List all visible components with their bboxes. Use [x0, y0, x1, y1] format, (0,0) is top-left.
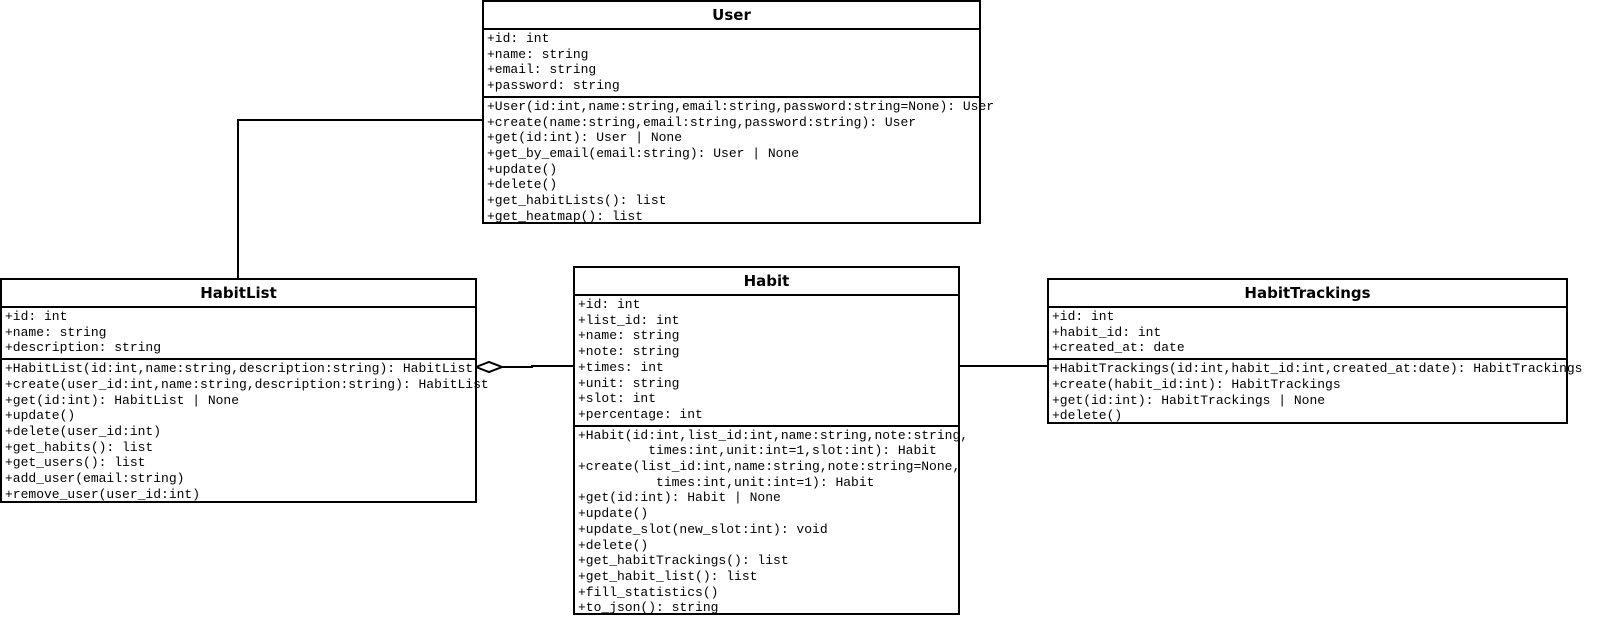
class-habit[interactable]: Habit+id: int+list_id: int+name: string+… — [573, 266, 969, 618]
class-name: Habit — [575, 268, 958, 296]
attribute: +created_at: date — [1052, 340, 1185, 356]
method: +get_habitLists(): list — [487, 193, 667, 209]
attributes-section: +id: int+name: string+email: string+pass… — [484, 30, 979, 98]
class-habittrackings[interactable]: HabitTrackings+id: int+habit_id: int+cre… — [1047, 278, 1583, 426]
method: +add_user(email:string) — [5, 471, 185, 487]
methods-section: +Habit(id:int,list_id:int,name:string,no… — [575, 427, 969, 618]
attribute: +id: int — [578, 297, 641, 312]
attribute: +note: string — [578, 344, 680, 360]
attribute: +habit_id: int — [1052, 324, 1162, 340]
method: times:int,unit:int=1,slot:int): Habit — [578, 443, 937, 459]
method: +create(list_id:int,name:string,note:str… — [578, 459, 961, 475]
method: +create(user_id:int,name:string,descript… — [5, 376, 489, 392]
method: +get(id:int): HabitList | None — [5, 392, 240, 408]
method: +fill_statistics() — [578, 584, 719, 600]
method: +update() — [487, 161, 558, 177]
attribute: +name: string — [5, 324, 107, 340]
method: +HabitTrackings(id:int,habit_id:int,crea… — [1052, 361, 1583, 377]
method: +get_habit_list(): list — [578, 568, 758, 584]
method: +HabitList(id:int,name:string,descriptio… — [5, 361, 474, 377]
class-name: HabitList — [2, 280, 475, 308]
methods-section: +HabitTrackings(id:int,habit_id:int,crea… — [1049, 360, 1583, 426]
class-name: HabitTrackings — [1049, 280, 1566, 308]
method: +delete() — [1052, 408, 1123, 424]
attribute: +name: string — [487, 46, 589, 62]
method: +update() — [578, 506, 649, 522]
attribute: +times: int — [578, 359, 664, 375]
method: times:int,unit:int=1): Habit — [578, 474, 875, 490]
method: +get_heatmap(): list — [487, 208, 644, 224]
method: +get_habits(): list — [5, 439, 154, 455]
methods-section: +HabitList(id:int,name:string,descriptio… — [2, 360, 489, 504]
attributes-section: +id: int+list_id: int+name: string+note:… — [575, 296, 958, 427]
attributes-section: +id: int+habit_id: int+created_at: date — [1049, 308, 1566, 361]
method: +remove_user(user_id:int) — [5, 486, 201, 502]
class-user[interactable]: User+id: int+name: string+email: string+… — [482, 0, 995, 227]
method: +update_slot(new_slot:int): void — [578, 521, 828, 537]
class-habitlist[interactable]: HabitList+id: int+name: string+descripti… — [0, 278, 489, 504]
method: +get_users(): list — [5, 455, 146, 471]
attribute: +name: string — [578, 328, 680, 344]
method: +update() — [5, 408, 76, 424]
aggregation-diamond — [473, 360, 505, 374]
attribute: +id: int — [1052, 309, 1115, 324]
attribute: +id: int — [5, 309, 68, 324]
attribute: +id: int — [487, 31, 550, 46]
method: +User(id:int,name:string,email:string,pa… — [487, 98, 995, 114]
habitlist-habit-aggregation-line — [502, 365, 574, 368]
method: +create(name:string,email:string,passwor… — [487, 114, 917, 130]
method: +get_habitTrackings(): list — [578, 553, 789, 569]
attribute: +percentage: int — [578, 406, 703, 422]
user-habitlist-association — [237, 119, 483, 279]
attributes-section: +id: int+name: string+description: strin… — [2, 308, 475, 361]
class-name: User — [484, 2, 979, 30]
attribute: +unit: string — [578, 375, 680, 391]
method: +get(id:int): Habit | None — [578, 490, 781, 506]
method: +get(id:int): User | None — [487, 130, 683, 146]
attribute: +slot: int — [578, 391, 657, 407]
methods-section: +User(id:int,name:string,email:string,pa… — [484, 98, 995, 227]
method: +delete(user_id:int) — [5, 423, 162, 439]
attribute: +password: string — [487, 78, 620, 94]
method: +delete() — [578, 537, 649, 553]
method: +Habit(id:int,list_id:int,name:string,no… — [578, 427, 969, 443]
method: +to_json(): string — [578, 600, 719, 616]
method: +get(id:int): HabitTrackings | None — [1052, 392, 1326, 408]
attribute: +list_id: int — [578, 312, 680, 328]
method: +create(habit_id:int): HabitTrackings — [1052, 376, 1341, 392]
attribute: +description: string — [5, 340, 162, 356]
method: +delete() — [487, 177, 558, 193]
method: +get_by_email(email:string): User | None — [487, 145, 800, 161]
attribute: +email: string — [487, 62, 597, 78]
